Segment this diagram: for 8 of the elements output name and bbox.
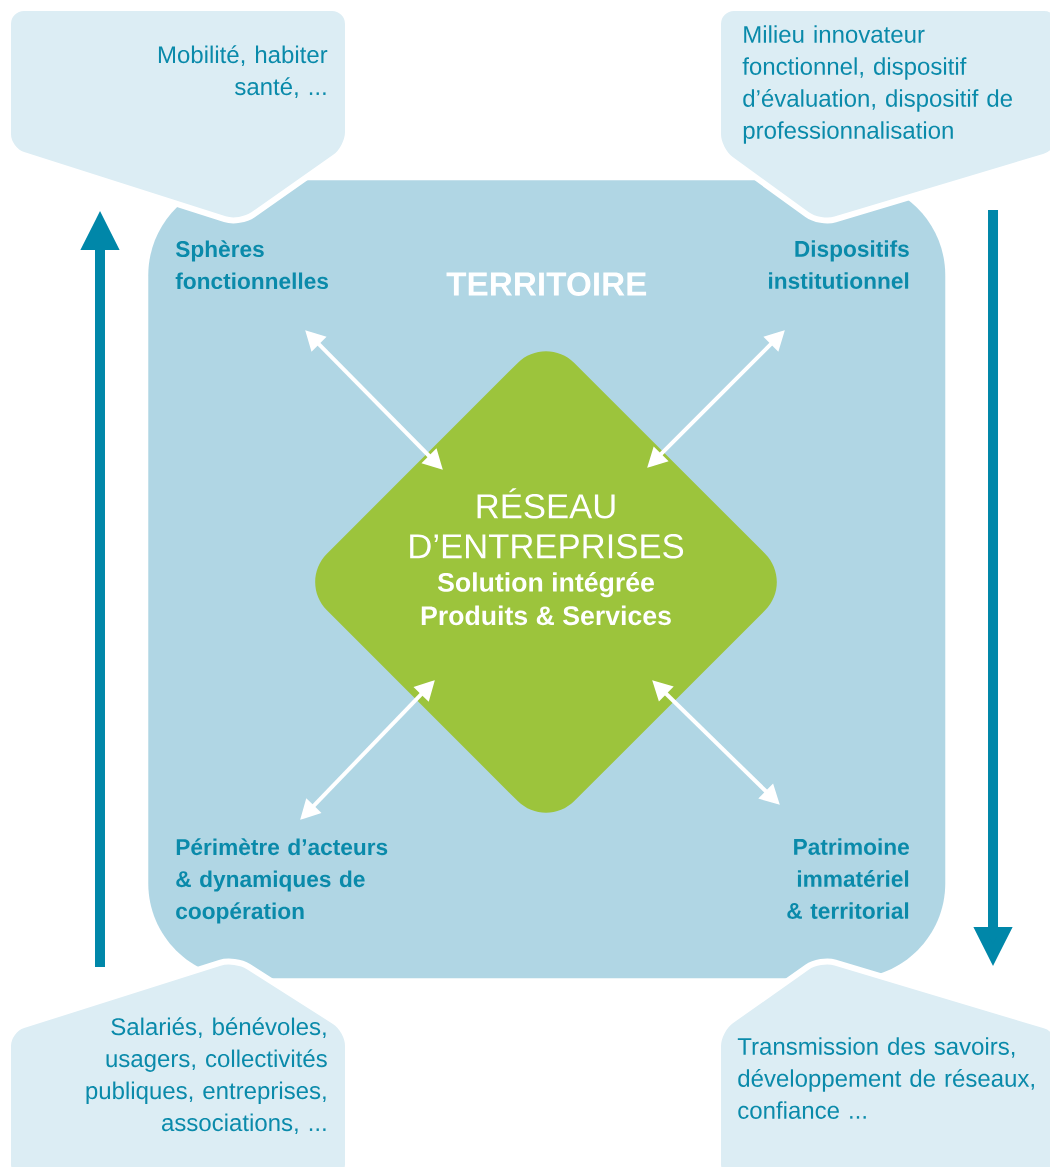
callout-box: Salariés, bénévoles, usagers, collectivités publiques, entreprises, associations, ...	[5, 958, 351, 1167]
callout-box: Mobilité, habiter santé, ...	[5, 5, 351, 224]
corner-label: Patrimoine immatériel & territorial	[787, 838, 909, 919]
corner-label: Périmètre d’acteurs & dynamiques de coopération	[176, 838, 388, 924]
callout-box: Milieu innovateur fonctionnel, dispositif d’évaluation, dispositif de professionnalisation	[715, 5, 1050, 224]
corner-label: Dispositifs institutionnel	[769, 240, 909, 289]
callout-box: Transmission des savoirs, développement de réseaux, confiance ...	[715, 958, 1050, 1167]
corner-label: Sphères fonctionnelles	[175, 240, 328, 290]
